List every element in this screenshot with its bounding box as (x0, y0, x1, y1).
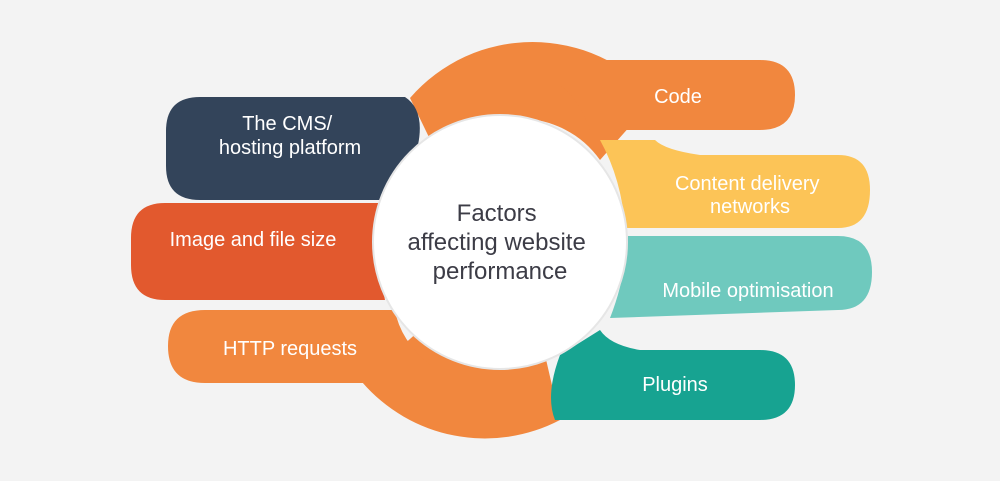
center-title-line-2: affecting website (407, 229, 585, 256)
segment-image-file-size: Image and file size (131, 203, 385, 300)
segment-mobile-optimisation-line-1: Mobile optimisation (662, 280, 833, 302)
segment-plugins: Plugins (551, 330, 795, 420)
center-title-line-3: performance (433, 258, 568, 285)
segment-cdn: Content delivery networks (600, 140, 870, 228)
segment-http-requests-label: HTTP requests (223, 338, 357, 360)
center-title-line-1: Factors (457, 200, 537, 227)
segment-http-requests-shape (168, 310, 430, 383)
segment-cms-hosting-shape (166, 97, 420, 200)
segment-code: Code (560, 60, 795, 130)
segment-image-file-size-shape (131, 203, 385, 300)
segment-plugins-line-1: Plugins (642, 374, 708, 396)
segment-mobile-optimisation-label: Mobile optimisation (662, 280, 833, 302)
segment-cms-hosting: The CMS/ hosting platform (166, 97, 420, 200)
segment-mobile-optimisation: Mobile optimisation (610, 236, 872, 318)
segment-code-line-1: Code (654, 86, 702, 108)
segment-image-file-size-line-1: Image and file size (170, 229, 337, 251)
segment-http-requests: HTTP requests (168, 310, 430, 383)
segment-plugins-label: Plugins (642, 374, 708, 396)
segment-code-shape (560, 60, 795, 130)
segment-cms-hosting-line-1: The CMS/ (242, 113, 332, 135)
segment-http-requests-line-1: HTTP requests (223, 338, 357, 360)
segment-plugins-shape (551, 330, 795, 420)
center-circle (372, 114, 628, 370)
segment-cdn-line-1: Content delivery (675, 173, 820, 195)
segment-cdn-label: Content delivery networks (675, 173, 825, 218)
segment-image-file-size-label: Image and file size (170, 229, 337, 251)
segment-cms-hosting-line-2: hosting platform (219, 137, 361, 159)
segment-cdn-line-2: networks (710, 196, 790, 218)
segment-cms-hosting-label: The CMS/ hosting platform (219, 113, 361, 159)
segment-cdn-shape (600, 140, 870, 228)
center-title: Factors affecting website performance (407, 200, 592, 285)
segment-code-label: Code (654, 86, 702, 108)
segment-mobile-optimisation-shape (610, 236, 872, 318)
